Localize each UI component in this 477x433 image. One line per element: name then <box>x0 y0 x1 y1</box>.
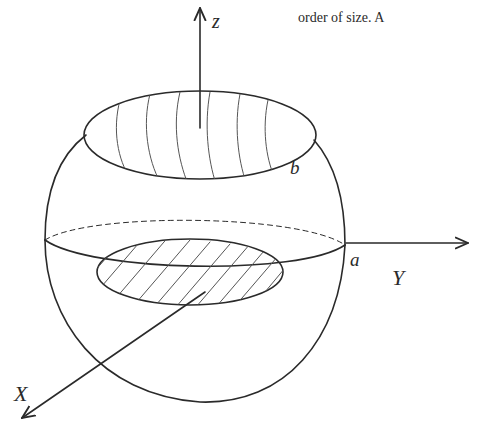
equator-front <box>45 240 345 266</box>
body-side <box>45 135 86 240</box>
equator-back <box>45 220 345 245</box>
z-axis <box>199 8 201 128</box>
dimension-label: b <box>290 158 300 179</box>
axis-label: X <box>14 382 27 406</box>
inner-section <box>97 239 283 305</box>
dimension-label: a <box>350 250 360 271</box>
body-outline <box>45 240 345 402</box>
axis-label: Y <box>392 266 404 290</box>
axis-label: z <box>212 10 220 32</box>
x-axis <box>22 292 205 418</box>
y-axis <box>346 242 468 244</box>
body-side <box>314 140 345 245</box>
note-text: order of size. A <box>298 10 384 25</box>
